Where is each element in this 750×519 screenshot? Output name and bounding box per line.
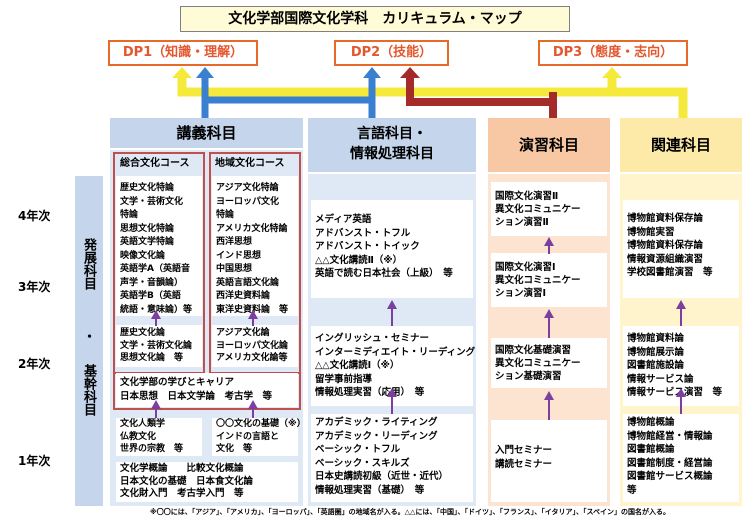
general-progress-arrow bbox=[151, 310, 161, 319]
general-upper-text: 歴史文化特論 文学・芸術文化 特論 思想文化特論 英語文学特論 映像文化論 英語… bbox=[120, 183, 193, 315]
dp-connection-arrows bbox=[172, 67, 688, 118]
arrow-stem bbox=[391, 396, 393, 414]
related-low-text: 博物館概論 博物館経営・情報論 図書館概論 図書館制度・経営論 図書館サービス概… bbox=[627, 417, 713, 496]
lecture-column-header: 講義科目 bbox=[110, 118, 303, 148]
year-label-2: 2年次 bbox=[18, 357, 51, 371]
language-low-progress-arrow bbox=[387, 388, 397, 397]
arrow-stem bbox=[680, 308, 682, 326]
dp2-box: DP2（技能） bbox=[334, 40, 449, 66]
related-mid-text: 博物館資料論 博物館展示論 図書館施設論 情報サービス論 情報サービス演習 等 bbox=[627, 333, 723, 398]
lecture-low-span-text: 文化学概論 比較文化概論 日本文化の基礎 日本食文化論 文化財入門 考古学入門 … bbox=[120, 463, 254, 499]
seminar-y4-text: 国際文化演習Ⅱ 異文化コミュニケー ション演習Ⅱ bbox=[495, 191, 581, 228]
regional-mid-text: アジア文化論 ヨーロッパ文化論 アメリカ文化論等 bbox=[216, 328, 289, 363]
seminar-y3-progress-arrow bbox=[544, 237, 554, 246]
dp1-box: DP1（知識・理解） bbox=[108, 40, 258, 66]
year-label-3: 3年次 bbox=[18, 280, 51, 294]
page-title: 文化学部国際文化学科 カリキュラム・マップ bbox=[180, 6, 570, 32]
seminar-y3-text: 国際文化演習Ⅰ 異文化コミュニケー ション演習Ⅰ bbox=[495, 262, 581, 299]
related-mid-cell: 博物館資料論 博物館展示論 図書館施設論 情報サービス論 情報サービス演習 等 bbox=[623, 326, 739, 406]
side-label-core: 基幹科目 bbox=[81, 364, 96, 416]
general-mid-text: 歴史文化論 文学・芸術文化論 思想文化論 等 bbox=[120, 328, 193, 363]
arrow-stem bbox=[155, 318, 157, 326]
general-low-cell: 文化人類学 仏教文化 世界の宗教 等 bbox=[116, 418, 202, 456]
blue-arrowhead-dp2 bbox=[363, 67, 381, 78]
lecture-mid-span-text: 文化学部の学びとキャリア 日本思想 日本文学論 考古学 等 bbox=[120, 377, 273, 402]
arrow-stem bbox=[548, 398, 550, 420]
related-upper-cell: 博物館資料保存論 博物館実習 博物館資料保存論 情報資源組織演習 学校図書館演習… bbox=[623, 200, 739, 298]
related-low-progress-arrow bbox=[676, 388, 686, 397]
side-label-dot: ・ bbox=[83, 330, 97, 345]
arrow-stem bbox=[252, 408, 254, 418]
course-general-label: 総合文化コース bbox=[120, 158, 190, 169]
yellow-arrow bbox=[177, 76, 688, 118]
general-low-progress-arrow bbox=[151, 400, 161, 409]
language-mid-text: イングリッシュ・セミナー インターミディエイト・リーディング △△文化講読Ⅰ（※… bbox=[315, 333, 476, 398]
year-label-4: 4年次 bbox=[18, 209, 51, 223]
regional-mid-cell: アジア文化論 ヨーロッパ文化論 アメリカ文化論等 bbox=[212, 325, 298, 367]
related-column-header: 関連科目 bbox=[620, 118, 742, 172]
course-regional-label: 地域文化コース bbox=[215, 158, 285, 169]
general-mid-cell: 歴史文化論 文学・芸術文化論 思想文化論 等 bbox=[116, 325, 202, 367]
seminar-y2-text: 国際文化基礎演習 異文化コミュニケー ション基礎演習 bbox=[495, 345, 581, 382]
regional-progress-arrow bbox=[248, 310, 258, 319]
regional-upper-cell: アジア文化特論 ヨーロッパ文化 特論 アメリカ文化特論 西洋思想 インド思想 中… bbox=[212, 176, 298, 316]
related-low-cell: 博物館概論 博物館経営・情報論 図書館概論 図書館制度・経営論 図書館サービス概… bbox=[623, 414, 739, 502]
footnote: ※〇〇には、「アジア」、「アメリカ」、「ヨーロッパ」、「英語圏」の地域名が入る。… bbox=[150, 508, 671, 516]
language-upper-cell: メディア英語 アドバンスト・トフル アドバンスト・トイック △△文化講読Ⅱ（※）… bbox=[311, 200, 473, 298]
yellow-arrowhead-dp3 bbox=[602, 67, 622, 78]
blue-arrow bbox=[201, 76, 376, 118]
language-low-cell: アカデミック・ライティング アカデミック・リーディング ベーシック・トフル ベー… bbox=[311, 414, 473, 502]
arrow-stem bbox=[252, 318, 254, 326]
seminar-column-header: 演習科目 bbox=[488, 118, 610, 172]
seminar-y1-text: 入門セミナー 講読セミナー bbox=[495, 445, 553, 470]
lecture-low-span-cell: 文化学概論 比較文化概論 日本文化の基礎 日本食文化論 文化財入門 考古学入門 … bbox=[116, 462, 298, 502]
regional-low-text: 〇〇文化の基礎（※） インドの言語と 文化 等 bbox=[216, 419, 306, 454]
side-label-column: 発展科目 ・ 基幹科目 bbox=[75, 176, 103, 506]
red-arrowhead-dp2 bbox=[400, 67, 420, 78]
lecture-span-box bbox=[113, 370, 301, 410]
year-label-1: 1年次 bbox=[18, 454, 51, 468]
seminar-y2-cell: 国際文化基礎演習 異文化コミュニケー ション基礎演習 bbox=[491, 338, 607, 388]
seminar-y3-cell: 国際文化演習Ⅰ 異文化コミュニケー ション演習Ⅰ bbox=[491, 253, 607, 307]
red-arrow bbox=[406, 76, 557, 118]
general-low-text: 文化人類学 仏教文化 世界の宗教 等 bbox=[120, 419, 184, 454]
general-upper-cell: 歴史文化特論 文学・芸術文化 特論 思想文化特論 英語文学特論 映像文化論 英語… bbox=[116, 176, 202, 316]
blue-arrowhead-dp1 bbox=[196, 67, 214, 78]
arrow-stem bbox=[680, 396, 682, 414]
language-column-header: 言語科目・ 情報処理科目 bbox=[308, 118, 476, 172]
language-upper-text: メディア英語 アドバンスト・トフル アドバンスト・トイック △△文化講読Ⅱ（※）… bbox=[315, 214, 453, 279]
arrow-stem bbox=[155, 408, 157, 418]
dp3-box: DP3（態度・志向） bbox=[538, 40, 688, 66]
regional-low-cell: 〇〇文化の基礎（※） インドの言語と 文化 等 bbox=[212, 418, 306, 456]
seminar-y1-progress-arrow bbox=[544, 391, 554, 400]
yellow-arrowhead-dp1 bbox=[172, 67, 192, 78]
related-upper-progress-arrow bbox=[676, 300, 686, 309]
arrow-stem bbox=[548, 316, 550, 338]
arrow-stem bbox=[548, 244, 550, 254]
regional-low-progress-arrow bbox=[248, 400, 258, 409]
seminar-y1-cell: 入門セミナー 講読セミナー bbox=[491, 420, 607, 502]
seminar-y4-cell: 国際文化演習Ⅱ 異文化コミュニケー ション演習Ⅱ bbox=[491, 182, 607, 236]
related-upper-text: 博物館資料保存論 博物館実習 博物館資料保存論 情報資源組織演習 学校図書館演習… bbox=[627, 213, 713, 278]
side-label-advanced: 発展科目 bbox=[81, 238, 96, 290]
lecture-mid-span-cell: 文化学部の学びとキャリア 日本思想 日本文学論 考古学 等 bbox=[116, 373, 298, 407]
arrow-stem bbox=[391, 307, 393, 326]
seminar-y2-progress-arrow bbox=[544, 309, 554, 318]
language-upper-progress-arrow bbox=[387, 300, 397, 309]
regional-upper-text: アジア文化特論 ヨーロッパ文化 特論 アメリカ文化特論 西洋思想 インド思想 中… bbox=[216, 183, 289, 315]
language-low-text: アカデミック・ライティング アカデミック・リーディング ベーシック・トフル ベー… bbox=[315, 417, 449, 496]
